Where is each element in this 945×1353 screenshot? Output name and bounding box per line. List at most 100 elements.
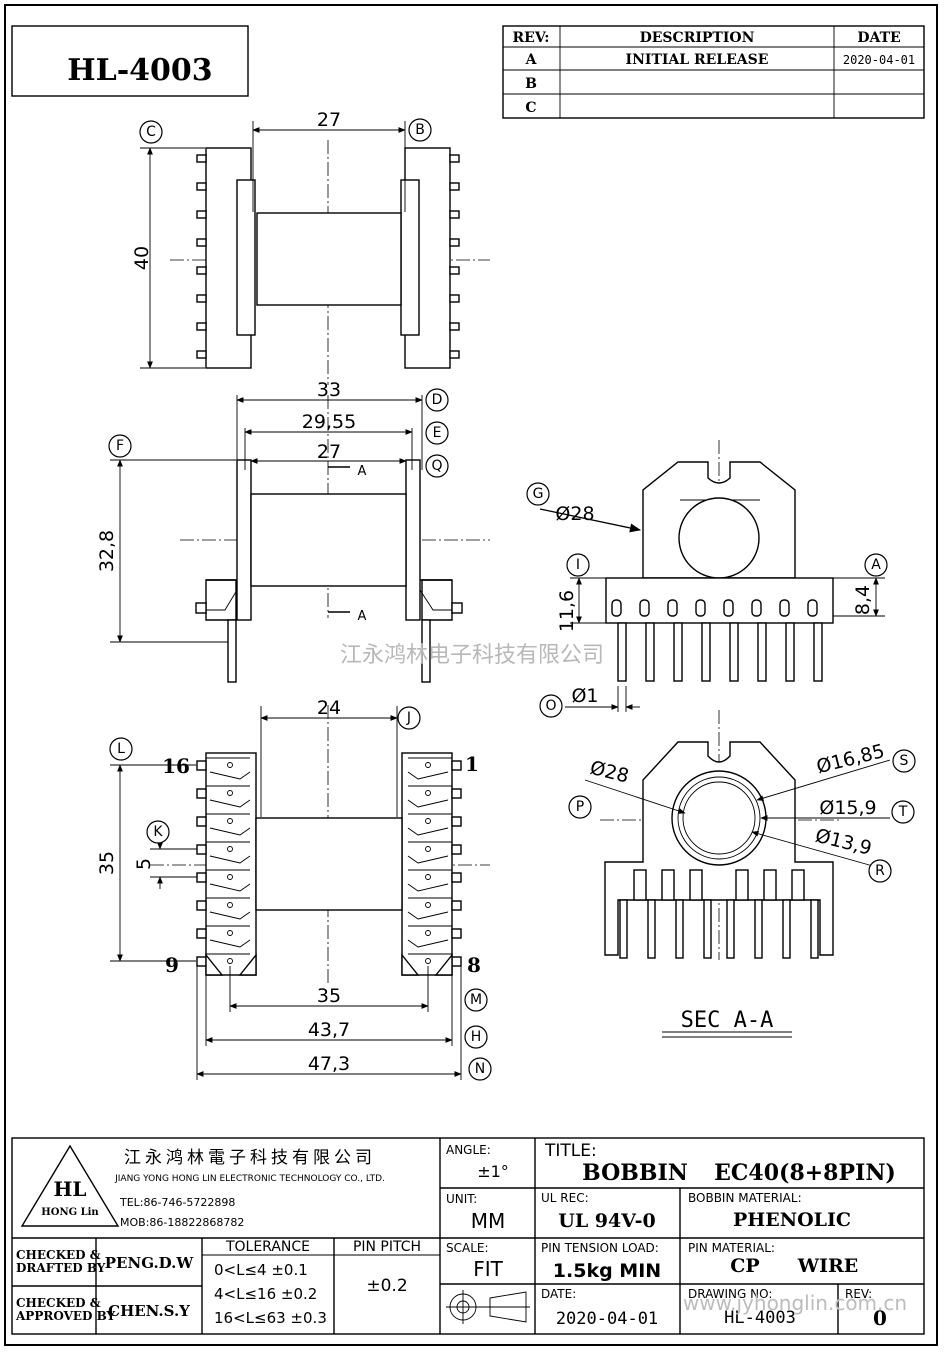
bubble-a: A (864, 553, 888, 577)
bubble-i: I (566, 553, 590, 577)
svg-text:I: I (576, 557, 580, 573)
angle-label: ANGLE: (446, 1143, 491, 1157)
checked-drafted-label-2: DRAFTED BY (16, 1261, 106, 1275)
pin-material-value-1: CP (730, 1255, 759, 1277)
front-view: 33 29,55 27 32,8 A A D E Q F (96, 379, 490, 683)
bubble-c: C (139, 120, 163, 144)
bubble-r: R (868, 859, 892, 883)
company-mob: MOB:86-18822868782 (120, 1216, 244, 1229)
dim-bottom-pitch: 5 (133, 858, 155, 870)
rev-header: REV: (513, 30, 550, 46)
svg-text:P: P (576, 799, 584, 815)
rev-row-c: C (525, 100, 536, 116)
bubble-s: S (892, 749, 916, 773)
dim-front-height: 32,8 (96, 530, 118, 572)
svg-text:M: M (470, 992, 482, 1008)
sheet-border (4, 4, 938, 1346)
top-view-pins (196, 154, 460, 359)
dim-bottom-w2: 43,7 (308, 1019, 350, 1041)
date-label: DATE: (541, 1287, 576, 1301)
company-logo: HL HONG Lin (20, 1144, 120, 1227)
svg-text:H: H (471, 1029, 482, 1045)
rev-value: 0 (873, 1306, 887, 1330)
dim-bottom-w3: 47,3 (308, 1053, 350, 1075)
svg-text:O: O (545, 698, 556, 714)
tolerance-row-3: 16<L≤63 ±0.3 (214, 1309, 327, 1327)
dim-front-w1: 33 (317, 379, 341, 401)
description-header: DESCRIPTION (640, 30, 755, 46)
top-view: 27 40 C B (131, 109, 490, 385)
title-value-1: BOBBIN (582, 1160, 688, 1186)
bubble-k: K (146, 820, 170, 844)
unit-label: UNIT: (446, 1192, 477, 1206)
pin-label-9: 9 (165, 953, 179, 977)
bubble-n: N (468, 1057, 492, 1081)
bottom-view-right-pins (407, 757, 462, 967)
bubble-e: E (425, 421, 449, 445)
dim-sec-d3: Ø15,9 (819, 797, 876, 819)
pin-tension-label: PIN TENSION LOAD: (541, 1241, 659, 1255)
bubble-h: H (464, 1025, 488, 1049)
date-value: 2020-04-01 (556, 1309, 658, 1329)
bubble-b: B (408, 118, 432, 142)
bobbin-material-value: PHENOLIC (733, 1209, 851, 1231)
rev-row-a-description: INITIAL RELEASE (626, 52, 769, 68)
title-block: HL HONG Lin 江永鸿林電子科技有限公司 JIANG YONG HONG… (11, 1137, 925, 1335)
angle-value: ±1° (477, 1162, 509, 1181)
checked-approved-label-2: APPROVED BY (15, 1309, 116, 1323)
dim-side-h1: 11,6 (556, 590, 578, 632)
svg-text:G: G (533, 486, 544, 502)
bobbin-material-label: BOBBIN MATERIAL: (688, 1191, 802, 1205)
svg-text:A: A (871, 557, 881, 573)
dim-bottom-core: 24 (317, 697, 341, 719)
ul-value: UL 94V-0 (558, 1210, 655, 1232)
logo-text: HL (54, 1177, 87, 1201)
dim-front-w3: 27 (317, 441, 341, 463)
bubble-d: D (425, 388, 449, 412)
watermark: 江永鸿林电子科技有限公司 (340, 643, 604, 668)
bottom-view-left-pins (196, 757, 251, 967)
revision-table: REV: DESCRIPTION DATE A INITIAL RELEASE … (502, 25, 925, 119)
pin-material-label: PIN MATERIAL: (688, 1241, 775, 1255)
section-view-pins (619, 869, 819, 959)
ul-label: UL REC: (541, 1191, 589, 1205)
pin-label-16: 16 (162, 754, 190, 778)
pin-label-8: 8 (467, 953, 481, 977)
watermark-url: www.jyhonglin.com.cn (683, 1291, 907, 1315)
drawing-no-value: HL-4003 (724, 1308, 796, 1328)
scale-value: FIT (473, 1257, 503, 1281)
rev-row-b: B (525, 76, 537, 92)
bubble-f: F (108, 434, 132, 458)
tolerance-row-1: 0<L≤4 ±0.1 (214, 1261, 308, 1279)
bubble-m: M (464, 988, 488, 1012)
part-number-box: HL-4003 (11, 25, 249, 97)
checked-approved-label-1: CHECKED & (16, 1296, 101, 1310)
dim-front-w2: 29,55 (302, 411, 356, 433)
unit-value: MM (471, 1209, 506, 1233)
tolerance-label: TOLERANCE (225, 1239, 310, 1255)
bubble-o: O (539, 694, 563, 718)
dim-side-h2: 8,4 (852, 585, 874, 615)
svg-text:L: L (117, 741, 125, 757)
dim-top-height: 40 (131, 246, 153, 270)
svg-text:E: E (433, 425, 442, 441)
pin-tension-value: 1.5kg MIN (553, 1260, 661, 1282)
projection-symbol (446, 1290, 530, 1324)
svg-text:T: T (898, 804, 908, 820)
svg-text:Q: Q (431, 458, 442, 474)
svg-text:S: S (900, 753, 909, 769)
svg-text:N: N (475, 1061, 485, 1077)
bubble-q: Q (425, 454, 449, 478)
company-tel: TEL:86-746-5722898 (119, 1196, 235, 1209)
bubble-g: G (526, 482, 550, 506)
pin-material-value-2: WIRE (797, 1255, 859, 1277)
dim-sec-d4: Ø13,9 (813, 825, 874, 860)
section-label: SEC A-A (681, 1008, 774, 1033)
checked-drafted-label-1: CHECKED & (16, 1248, 101, 1262)
dim-bottom-span: 35 (96, 851, 118, 875)
part-number: HL-4003 (67, 53, 212, 88)
checked-drafted-value: PENG.D.W (105, 1254, 195, 1272)
pin-label-1: 1 (465, 752, 479, 776)
bubble-j: J (397, 706, 421, 730)
pin-pitch-value: ±0.2 (366, 1276, 407, 1296)
